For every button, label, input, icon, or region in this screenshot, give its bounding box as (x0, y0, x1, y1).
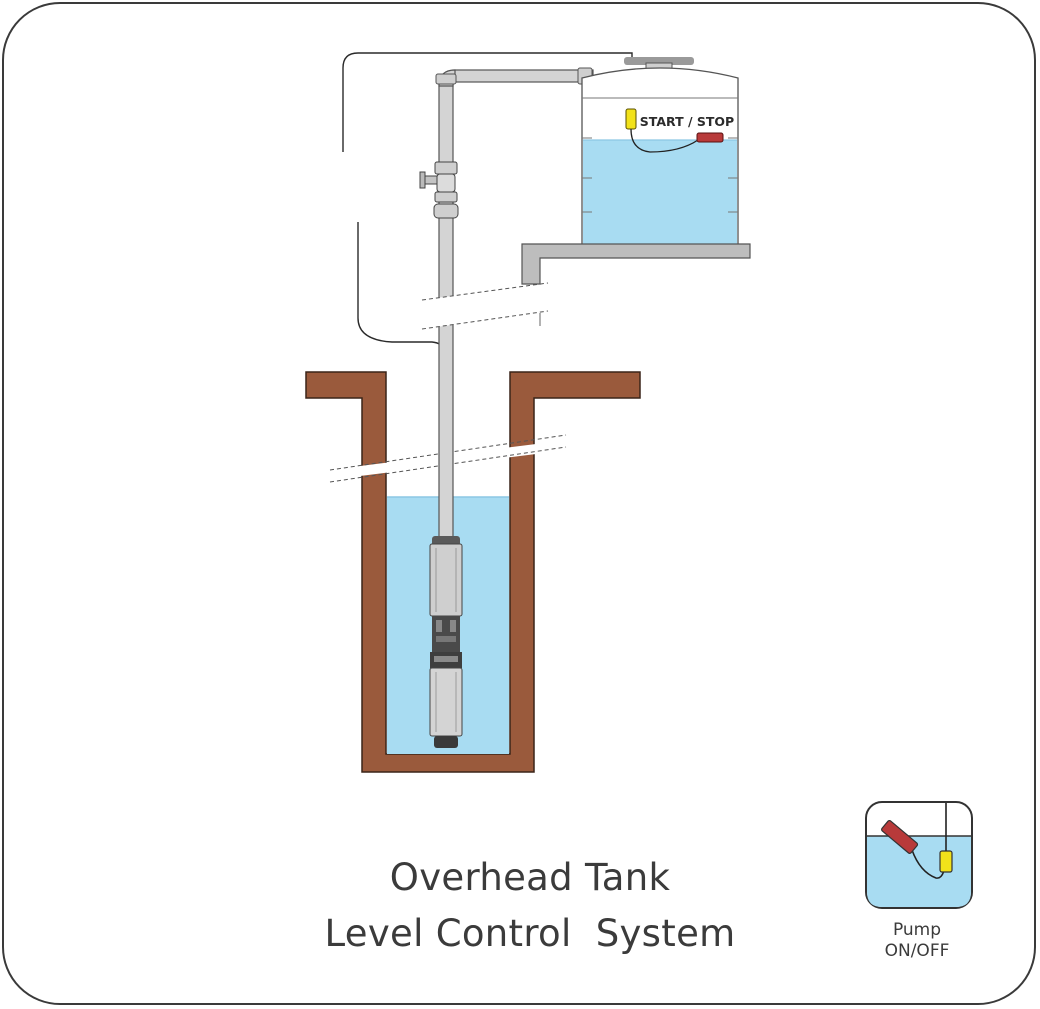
float-switch: START / STOP (625, 108, 734, 153)
float-switch-body (625, 108, 637, 130)
legend-pump-switch (865, 801, 973, 909)
float-switch-bob (696, 132, 724, 143)
switch-label: START / STOP (640, 114, 734, 129)
tank-lid (624, 57, 694, 65)
legend-float-red (881, 819, 919, 854)
submersible-pump (429, 536, 463, 748)
legend-label-line2: ON/OFF (884, 941, 950, 961)
tank-water (583, 140, 737, 245)
tank-shelf (521, 243, 751, 285)
gate-valve (419, 161, 459, 219)
diagram-title-line2: Level Control System (324, 912, 736, 955)
diagram-title-line1: Overhead Tank (389, 856, 671, 899)
legend-float-yellow (939, 850, 953, 873)
pipe-break-marks (420, 282, 549, 330)
pump-cable (342, 52, 633, 152)
legend-label-line1: Pump (892, 920, 942, 940)
well-wall (305, 371, 641, 773)
overhead-tank (581, 57, 739, 247)
well (305, 371, 641, 773)
